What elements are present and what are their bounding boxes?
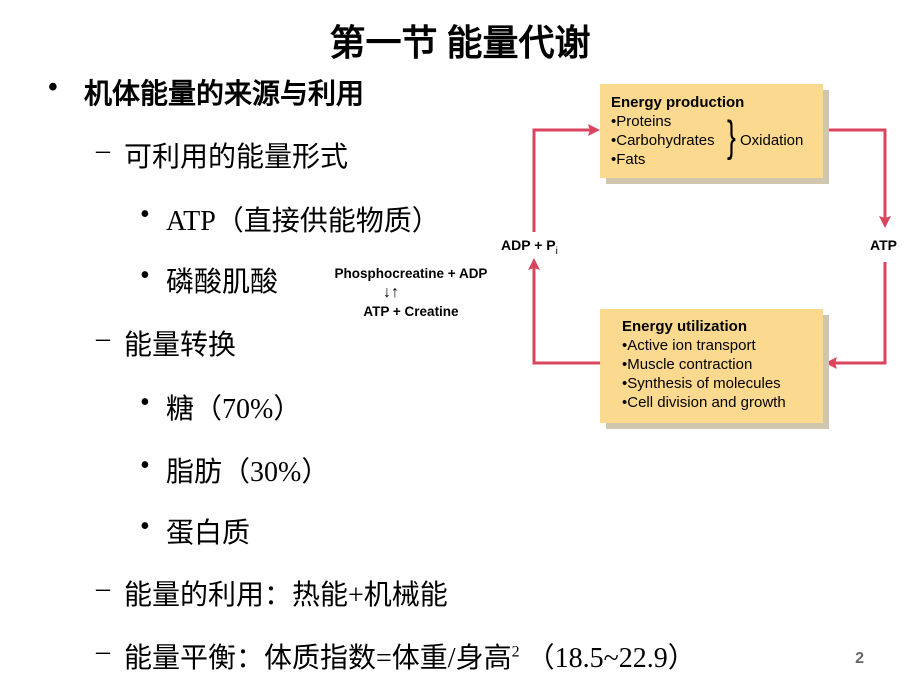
adp-text: ADP + P [501, 237, 556, 253]
arrow-adp-to-production [532, 128, 592, 232]
outline-text-main: 磷酸肌酸 [166, 267, 279, 298]
outline-text-main: ATP（直接供能物质） [166, 206, 440, 237]
bullet: • [140, 199, 150, 230]
production-item: •Fats [611, 151, 646, 168]
outline-text-main: 可利用的能量形式 [124, 142, 349, 173]
utilization-item: •Synthesis of molecules [622, 375, 781, 392]
outline-text-main: 蛋白质 [166, 518, 251, 549]
outline-text: 脂肪（30%） [166, 450, 329, 490]
energy-production-box: Energy production •Proteins •Carbohydrat… [600, 84, 823, 178]
page-number: 2 [855, 650, 864, 667]
atp-label: ATP [870, 237, 897, 253]
outline-text-main: 糖（70%） [166, 394, 302, 425]
reaction-arrows: ↓↑ [383, 284, 399, 301]
arrow-utilization-to-adp [532, 268, 600, 365]
outline-text-main: 机体能量的来源与利用 [84, 79, 365, 110]
reaction-bottom: ATP + Creatine [363, 304, 459, 319]
arrowhead-icon [825, 357, 837, 369]
brace: } [726, 112, 736, 161]
bullet: • [140, 260, 150, 291]
slide-title: 第一节 能量代谢 [329, 23, 591, 63]
bullet: • [140, 387, 150, 418]
outline-text-main: 能量的利用：热能+机械能 [124, 580, 448, 611]
utilization-heading: Energy utilization [622, 318, 748, 335]
production-item: •Carbohydrates [611, 132, 715, 149]
arrowhead-icon [588, 124, 600, 136]
reaction-equation: Phosphocreatine + ADP ↓↑ ATP + Creatine [300, 264, 522, 322]
arrowhead-icon [879, 216, 891, 228]
utilization-item: •Cell division and growth [622, 394, 786, 411]
utilization-item: •Active ion transport [622, 337, 756, 354]
superscript: 2 [511, 643, 520, 661]
outline-text: 能量的利用：热能+机械能 [124, 573, 448, 613]
production-result: Oxidation [740, 132, 804, 149]
utilization-item: •Muscle contraction [622, 356, 753, 373]
bullet: • [140, 450, 150, 481]
bullet: – [96, 636, 110, 667]
outline-text-main: 能量平衡：体质指数=体重/身高 [124, 643, 512, 674]
outline-text-tail: （18.5~22.9） [519, 643, 696, 674]
outline-text: 磷酸肌酸 [166, 260, 278, 300]
bullet: • [140, 511, 150, 542]
outline-text: 可利用的能量形式 [124, 135, 348, 175]
bullet: – [96, 135, 110, 166]
bullet: – [96, 323, 110, 354]
outline-text: 能量转换 [124, 323, 236, 363]
production-item: •Proteins [611, 113, 672, 130]
arrow-production-to-atp [823, 128, 887, 220]
adp-subscript: i [555, 245, 558, 257]
arrowhead-icon [528, 258, 540, 270]
outline-text-main: 能量转换 [124, 330, 237, 361]
outline-text: 糖（70%） [166, 387, 301, 427]
bullet: – [96, 573, 110, 604]
adp-label: ADP + Pi [501, 237, 558, 257]
outline-text: 机体能量的来源与利用 [84, 72, 364, 112]
outline-text: 蛋白质 [166, 511, 250, 551]
arrow-atp-to-utilization [833, 262, 887, 365]
bullet: • [48, 72, 58, 103]
production-heading: Energy production [611, 94, 745, 111]
outline-text: ATP（直接供能物质） [166, 199, 440, 239]
outline-text-main: 脂肪（30%） [166, 457, 330, 488]
outline-text: 能量平衡：体质指数=体重/身高2 （18.5~22.9） [124, 636, 696, 676]
reaction-top: Phosphocreatine + ADP [334, 266, 488, 281]
energy-utilization-box: Energy utilization •Active ion transport… [600, 309, 823, 423]
